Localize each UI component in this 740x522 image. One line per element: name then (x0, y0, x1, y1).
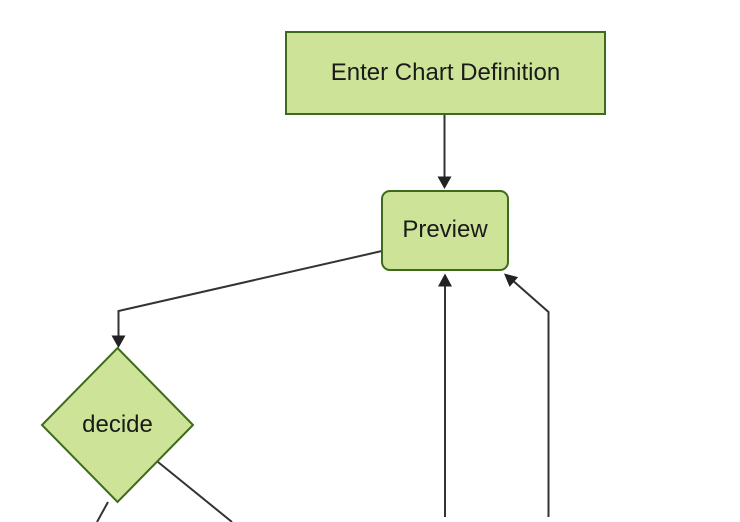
arrowhead-down-icon (437, 176, 452, 189)
arrowhead-up-left-icon (504, 273, 519, 287)
arrowhead-up-icon (438, 273, 452, 287)
arrowhead-down-icon (111, 335, 126, 348)
edge-preview-to-decide (117, 250, 383, 339)
node-preview: Preview (381, 190, 509, 271)
node-enter-chart-definition: Enter Chart Definition (285, 31, 606, 115)
edge-decide-to-bottom-left (96, 501, 109, 522)
edge-decide-to-bottom-right (157, 461, 233, 522)
node-enter-chart-definition-label: Enter Chart Definition (330, 58, 561, 86)
node-decide-label: decide (82, 411, 153, 438)
edge-bottom-right-to-preview (510, 278, 550, 517)
node-preview-label: Preview (402, 216, 488, 244)
node-decide-shape (40, 346, 195, 504)
